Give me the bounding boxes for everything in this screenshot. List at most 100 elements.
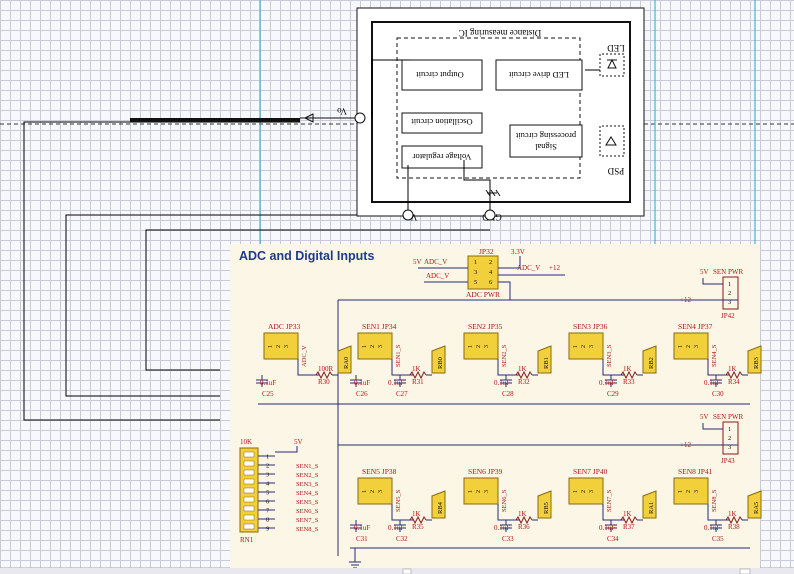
row2-flag-text: RA5 xyxy=(753,502,760,514)
row2-header-pin2: 2 xyxy=(686,490,692,493)
adc-res-value: 100R xyxy=(318,365,334,373)
ic-oscillation-block: Oscillation circuit xyxy=(411,117,473,127)
row2-cap1-value: 0.1uF xyxy=(354,524,370,532)
row1-cap2 xyxy=(605,375,617,387)
row1-header-pin2: 2 xyxy=(581,345,587,348)
row1-side-net: SEN3_S xyxy=(606,344,613,367)
row2-header-pin1: 1 xyxy=(573,490,579,493)
jp32-net-5v: 5V xyxy=(413,258,422,266)
row2-res-ref: R36 xyxy=(518,523,530,531)
row2-flag: RB5 xyxy=(537,490,552,519)
row1-side-net: SEN2_S xyxy=(501,344,508,367)
ic-title: Distance measuring IC xyxy=(459,28,541,38)
rn1-pin-number: 5 xyxy=(266,490,269,497)
row2-cap1-ref: C31 xyxy=(356,535,368,543)
row2-resistor xyxy=(725,515,743,525)
sen-pwr-jp43[interactable]: 5V SEN PWR 1 2 3 JP43 +12 xyxy=(338,413,743,465)
row1-res-value: 1K xyxy=(623,365,632,373)
rn1-pin-net: SEN7_S xyxy=(296,517,319,524)
row2-side-net: SEN5_S xyxy=(395,489,402,512)
row2-side-net: SEN7_S xyxy=(606,489,613,512)
jp32-header[interactable]: JP32 1 2 3 4 5 6 ADC PWR 5V ADC_V ADC_V … xyxy=(413,247,565,300)
row2-header-pin1: 1 xyxy=(362,490,368,493)
rn1-pin-net: SEN8_S xyxy=(296,526,319,533)
row1-cap2-value: 0.1uF xyxy=(494,379,510,387)
row1-header-pin3: 3 xyxy=(484,345,490,348)
row1-flag-text: RB3 xyxy=(753,357,760,369)
row2-header-pin3: 3 xyxy=(694,490,700,493)
row2-resistor xyxy=(620,515,638,525)
row2-res-value: 1K xyxy=(728,510,737,518)
adc-side-net: ADC_V xyxy=(301,345,308,367)
jp42-title: SEN PWR xyxy=(713,268,743,276)
sen-pwr-jp42[interactable]: 5V SEN PWR 1 2 3 JP42 +12 xyxy=(338,268,743,320)
row1-cap2-ref: C29 xyxy=(607,390,619,398)
row1-header-pin2: 2 xyxy=(476,345,482,348)
adc-cap1 xyxy=(256,375,268,387)
row2-header-pin3: 3 xyxy=(378,490,384,493)
ic-psd-pin: PSD xyxy=(607,166,624,176)
row2-cap2 xyxy=(394,520,406,532)
row1-cap2-ref: C28 xyxy=(502,390,514,398)
row2-res-value: 1K xyxy=(412,510,421,518)
rn1-pin-number: 2 xyxy=(266,463,269,470)
adc-cap1-ref: C25 xyxy=(262,390,274,398)
row1-res-value: 1K xyxy=(518,365,527,373)
row2-header-pin1: 1 xyxy=(468,490,474,493)
row1-res-value: 1K xyxy=(728,365,737,373)
row1-cap1-ref: C26 xyxy=(356,390,368,398)
row2-cap2-value: 0.1uF xyxy=(388,524,404,532)
rn1-pin: 1 xyxy=(243,451,275,461)
rn1-pin-number: 1 xyxy=(266,454,269,461)
row2-res-value: 1K xyxy=(623,510,632,518)
row2-cap2 xyxy=(605,520,617,532)
schematic-title: ADC and Digital Inputs xyxy=(239,249,374,263)
jp42-pin2: 2 xyxy=(728,290,731,297)
row2-res-ref: R35 xyxy=(412,523,424,531)
jp42-ref: JP42 xyxy=(721,312,735,320)
row1-flag: RB1 xyxy=(537,345,552,374)
row1-header-pin2: 2 xyxy=(686,345,692,348)
adc-res-ref: R30 xyxy=(318,378,330,386)
rn1-net-5v: 5V xyxy=(294,438,303,446)
jp43-pin3: 3 xyxy=(728,444,731,451)
adc-flag: RA0 xyxy=(337,345,352,374)
row2-cap2-ref: C33 xyxy=(502,535,514,543)
row2-label: SEN7 JP40 xyxy=(573,467,608,476)
row1-cap2-value: 0.1uF xyxy=(704,379,720,387)
row1-flag: RB2 xyxy=(642,345,657,374)
adc-resistor xyxy=(315,370,333,380)
jp32-net-33v: 3.3V xyxy=(511,248,525,256)
row2-flag: RA1 xyxy=(642,490,657,519)
row2-label: SEN8 JP41 xyxy=(678,467,713,476)
row1-cap2-value: 0.1uF xyxy=(599,379,615,387)
row2-header-pin1: 1 xyxy=(678,490,684,493)
row2-side-net: SEN6_S xyxy=(501,489,508,512)
jp32-pin2: 2 xyxy=(489,259,492,266)
row1-label: SEN4 JP37 xyxy=(678,322,713,331)
ic-output-block: Output circuit xyxy=(416,70,464,80)
row2-cap2-ref: C35 xyxy=(712,535,724,543)
rn1-value: 10K xyxy=(240,438,252,446)
jp42-pin3: 3 xyxy=(728,299,731,306)
row1-side-net: SEN4_S xyxy=(711,344,718,367)
rn1-ref: RN1 xyxy=(240,536,254,544)
